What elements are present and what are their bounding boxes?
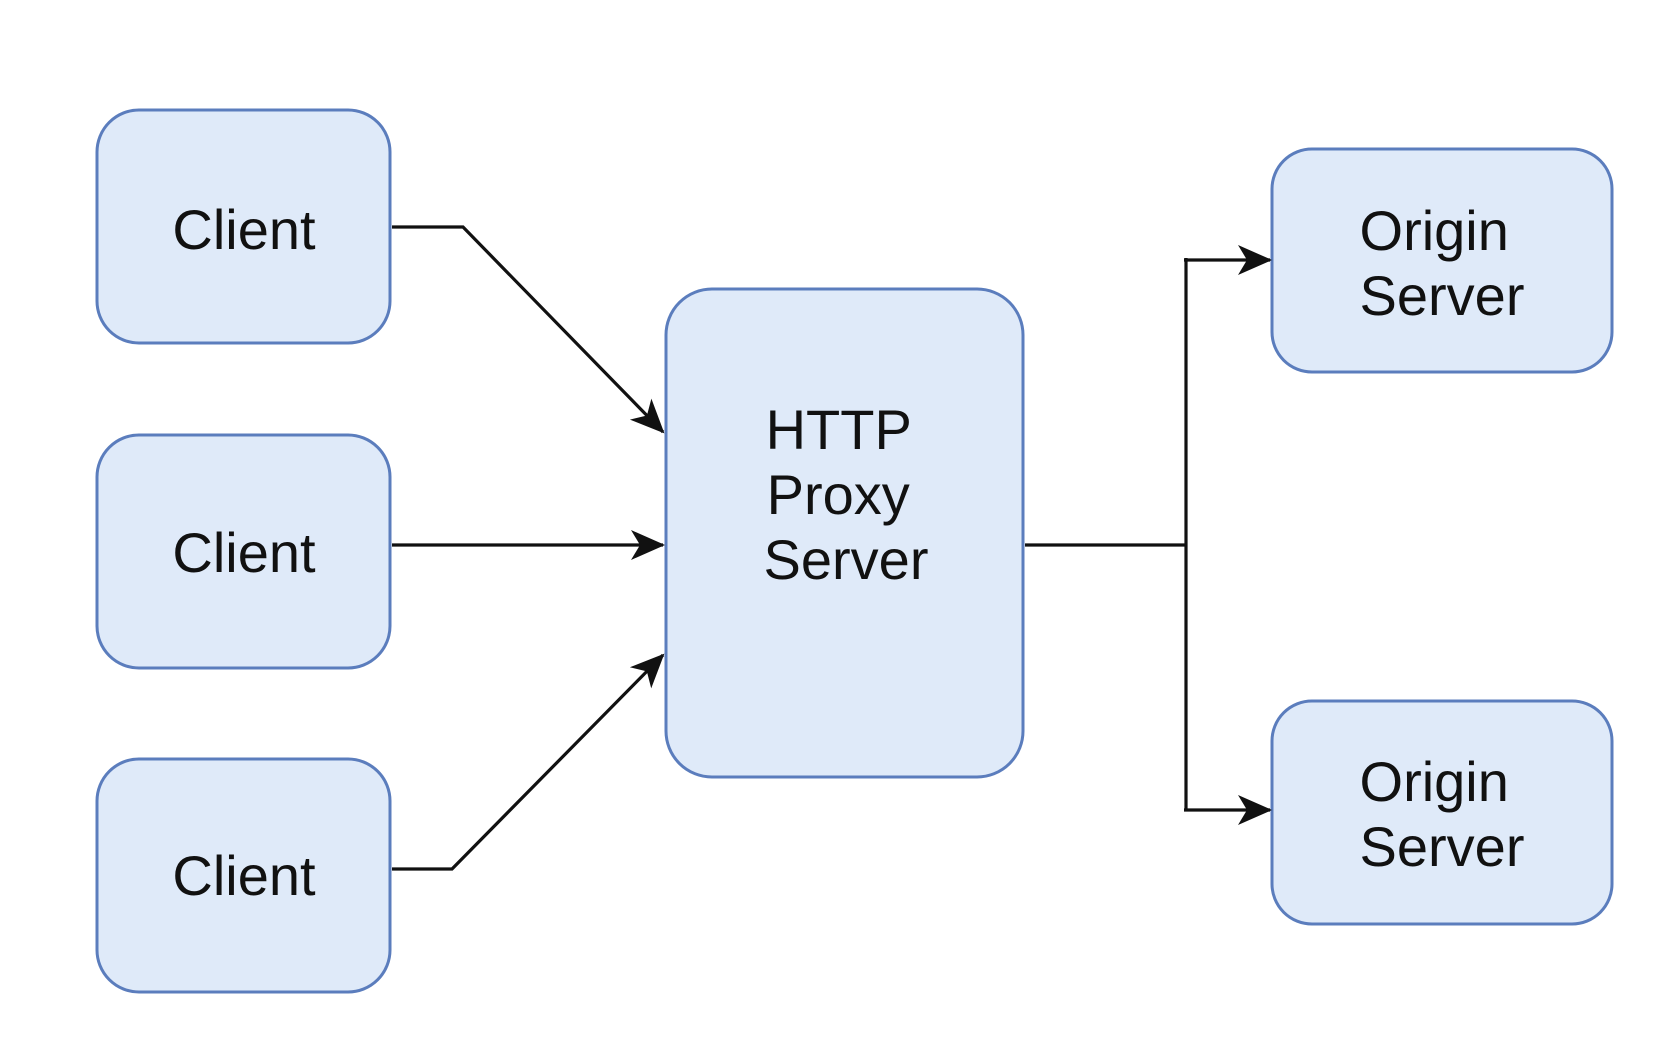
client-node-bottom: Client (95, 757, 392, 994)
origin-node-bottom-label: Origin Server (1360, 750, 1525, 878)
origin-node-top: Origin Server (1270, 147, 1614, 374)
proxy-node-label-line-3: Server (764, 528, 929, 591)
edge-client-bottom-to-proxy (392, 653, 665, 871)
proxy-node-label-line-1: HTTP (766, 398, 911, 461)
origin-node-bottom-label-line-1: Origin (1360, 750, 1509, 813)
proxy-node-label-line-2: Proxy (767, 463, 910, 526)
client-node-bottom-label: Client (172, 844, 316, 907)
client-node-top: Client (95, 108, 392, 345)
client-node-top-label: Client (172, 198, 316, 261)
edge-client-top-to-proxy (392, 225, 665, 434)
client-node-middle-label: Client (172, 521, 316, 584)
proxy-node: HTTP Proxy Server (664, 287, 1025, 779)
origin-node-top-label-line-1: Origin (1360, 199, 1509, 262)
origin-node-top-label-line-2: Server (1360, 264, 1525, 327)
origin-node-bottom-label-line-2: Server (1360, 815, 1525, 878)
origin-node-bottom: Origin Server (1270, 699, 1614, 926)
client-node-middle: Client (95, 433, 392, 670)
proxy-node-label: HTTP Proxy Server (764, 398, 929, 591)
origin-node-top-label: Origin Server (1360, 199, 1525, 327)
